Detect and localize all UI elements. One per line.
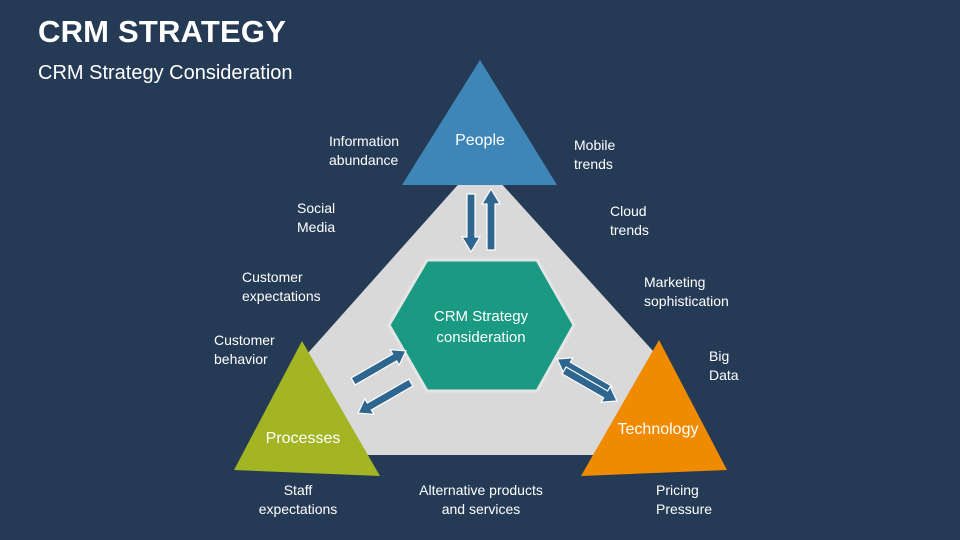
technology-triangle [581, 340, 727, 476]
center-label-line2: consideration [436, 329, 526, 346]
people-label: People [455, 132, 505, 149]
people-triangle [402, 60, 557, 185]
slide-subtitle: CRM Strategy Consideration [38, 62, 293, 84]
center-label: CRM Strategy consideration [396, 306, 566, 348]
arrow-processes-to-center [350, 348, 407, 386]
processes-triangle [234, 341, 380, 476]
background-triangle-base [300, 360, 663, 455]
arrow-center-to-processes [357, 378, 414, 416]
center-label-line1: CRM Strategy [433, 308, 529, 325]
arrow-center-to-technology [561, 366, 618, 403]
arrow-center-to-people [480, 187, 502, 251]
technology-label: Technology [617, 421, 699, 438]
arrow-people-to-center [460, 193, 482, 254]
slide-title: CRM STRATEGY [38, 14, 287, 49]
center-hexagon [387, 258, 576, 393]
processes-label: Processes [265, 430, 341, 447]
